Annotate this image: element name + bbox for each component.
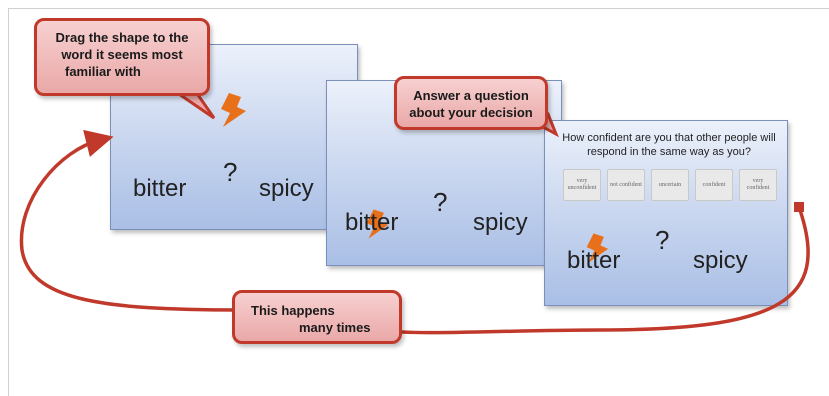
shape-icon[interactable] [219, 93, 247, 127]
cycle-start-marker [794, 202, 804, 212]
callout-repeat-line1: This happens [251, 303, 335, 318]
option-confident[interactable]: confident [695, 169, 733, 201]
option-not-confident[interactable]: not confident [607, 169, 645, 201]
callout-drag-line3: familiar with [65, 64, 141, 79]
callout-repeat: This happens many times [232, 290, 402, 344]
callout-drag: Drag the shape to the word it seems most… [34, 18, 210, 96]
shape-icon [366, 209, 389, 239]
callout-drag-line2: word it seems most [61, 47, 183, 62]
word-spicy: spicy [473, 209, 528, 236]
callout-answer-line1: Answer a question [413, 88, 529, 103]
callout-repeat-line2: many times [299, 320, 371, 335]
slide-3: How confident are you that other people … [544, 120, 788, 306]
callout-answer-line2: about your decision [409, 105, 533, 120]
word-spicy[interactable]: spicy [259, 175, 314, 202]
question-mark: ? [655, 225, 670, 255]
callout-answer: Answer a question about your decision [394, 76, 548, 130]
frame-border-left [8, 8, 9, 396]
word-spicy: spicy [693, 247, 748, 274]
option-very-unconfident[interactable]: very unconfident [563, 169, 601, 201]
word-bitter: bitter [345, 209, 399, 236]
callout-drag-line1: Drag the shape to the [55, 30, 189, 45]
question-mark: ? [433, 187, 448, 217]
option-uncertain[interactable]: uncertain [651, 169, 689, 201]
shape-icon [586, 233, 609, 263]
word-bitter: bitter [567, 247, 621, 274]
confidence-question: How confident are you that other people … [562, 132, 776, 158]
question-mark: ? [223, 157, 238, 187]
frame-border-top [8, 8, 829, 9]
cycle-arrow [19, 129, 810, 335]
option-very-confident[interactable]: very confident [739, 169, 777, 201]
word-bitter[interactable]: bitter [133, 175, 187, 202]
